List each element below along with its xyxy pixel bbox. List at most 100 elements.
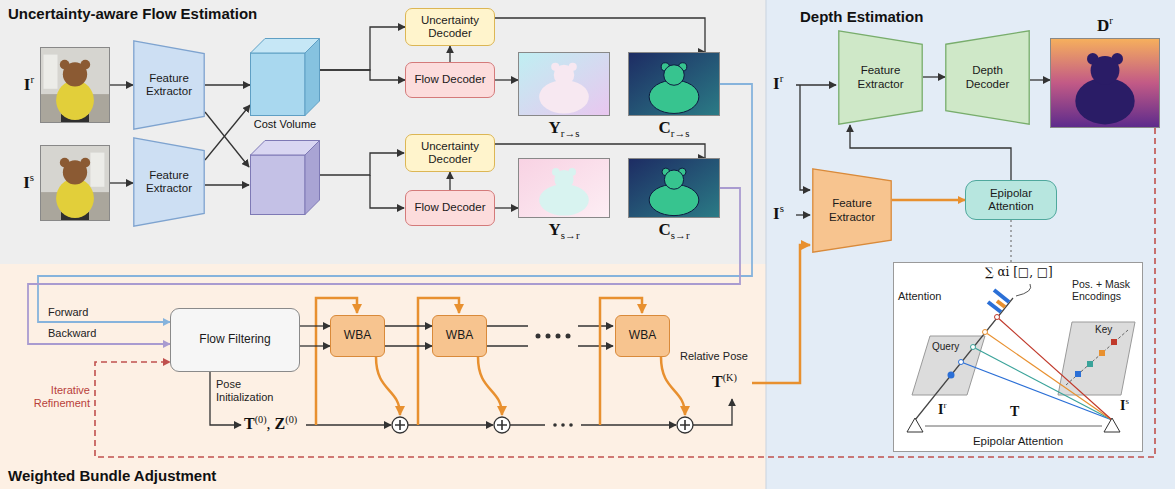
math-symbol: T — [712, 373, 723, 390]
rect-part — [1111, 339, 1117, 345]
image-panel: Is — [40, 145, 110, 221]
connector — [320, 27, 405, 70]
image-label: Ir — [24, 75, 34, 95]
connector — [495, 18, 705, 52]
image-panel: Cs→r — [628, 158, 720, 218]
update-arrow — [661, 357, 685, 415]
process-box: WBA — [432, 315, 487, 357]
update-arrow — [376, 357, 400, 415]
rect-part — [629, 53, 720, 116]
connector — [320, 70, 405, 80]
ellipsis-dot — [546, 334, 551, 339]
circle-part — [63, 62, 87, 86]
line-part — [925, 426, 1102, 427]
encoder-trapezoid: Feature Extractor — [838, 30, 923, 125]
path-part — [1016, 284, 1031, 296]
line-part — [985, 332, 1112, 420]
label-holder: Query — [932, 341, 959, 353]
depth-region-fill — [766, 0, 1175, 489]
box-label: Feature Extractor — [843, 64, 918, 90]
label-holder: Ir — [938, 402, 946, 418]
image-label: Yr→s — [548, 118, 579, 138]
ellipsis-dot — [561, 423, 565, 427]
box-label: WBA — [335, 329, 380, 343]
picture — [40, 145, 110, 221]
input-arrow — [796, 214, 810, 215]
label-holder: Iterative Refinement — [20, 384, 90, 410]
process-box: Uncertainty Decoder — [405, 134, 495, 172]
rect-part — [41, 146, 110, 221]
epipolar-illustration — [907, 284, 1135, 432]
pose-arrow — [693, 399, 732, 425]
picture — [628, 52, 720, 116]
wba-region-fill — [0, 264, 766, 489]
feature-arrow — [205, 184, 249, 185]
ellipsis-dot — [553, 423, 557, 427]
rect-part — [90, 153, 104, 187]
ellipsis-dot — [556, 334, 561, 339]
math-index: s — [30, 171, 34, 183]
path-part — [497, 420, 507, 430]
image-label: Dr — [1097, 16, 1113, 36]
math-label: Is — [773, 204, 784, 223]
circle-part — [494, 417, 510, 433]
pose-to-depth — [752, 245, 810, 383]
math-label: Is — [1120, 398, 1129, 414]
rect-part — [629, 159, 720, 218]
math-symbol: T — [1010, 404, 1019, 419]
connector — [110, 182, 133, 183]
connector — [1010, 220, 1011, 262]
process-box: Flow Filtering — [170, 308, 300, 372]
image-label: Cr→s — [658, 118, 689, 138]
image-panel: Yr→s — [518, 52, 610, 116]
circle-part — [677, 417, 693, 433]
cost-volume-cube — [251, 141, 320, 215]
shape-label: Cost Volume — [254, 118, 316, 131]
label-holder: ∑ αi [□, □] — [985, 265, 1053, 280]
label-holder: Backward — [48, 327, 96, 340]
image-label: Cs→r — [658, 220, 689, 240]
trapezoid-outline — [813, 169, 891, 252]
line-part — [961, 362, 1112, 420]
box-label: Epipolar Attention — [970, 187, 1052, 213]
math-symbol: I — [773, 74, 780, 93]
picture — [1050, 38, 1160, 128]
rect-part — [518, 158, 610, 218]
cube-shape — [250, 38, 320, 116]
picture — [518, 158, 610, 218]
region-band: Uncertainty-aware Flow EstimationIrIsFea… — [0, 0, 766, 264]
process-box: Flow Decoder — [405, 62, 495, 98]
circle-part — [664, 170, 683, 189]
box-label: Feature Extractor — [817, 197, 887, 223]
connector — [385, 325, 432, 326]
ellipsis-dot — [569, 423, 573, 427]
process-box: WBA — [330, 315, 385, 357]
region-band: Weighted Bundle Adjustment Flow Filtering… — [0, 264, 766, 489]
picture — [628, 158, 720, 218]
label-holder: T(0), Z(0) — [244, 414, 297, 433]
connector — [205, 105, 250, 160]
process-box: Uncertainty Decoder — [405, 8, 495, 46]
label-holder: T — [1010, 404, 1019, 420]
label-holder: Pose Initialization — [216, 378, 288, 404]
image-panel: Cr→s — [628, 52, 720, 116]
path-part — [680, 420, 690, 430]
cross-arrow — [205, 112, 249, 167]
math-index: r→s — [671, 127, 690, 139]
math-symbol: D — [1097, 16, 1109, 35]
math-index: (0) — [285, 414, 297, 425]
rect-part — [44, 55, 58, 89]
rect-part — [1075, 371, 1081, 377]
step-label: Pose Initialization — [216, 378, 288, 404]
path-part — [395, 420, 405, 430]
figure-label: Pos. + Mask Encodings — [1072, 278, 1138, 302]
circle-part — [554, 65, 574, 85]
region-title: Weighted Bundle Adjustment — [8, 467, 216, 484]
split-arrow — [320, 153, 404, 175]
label-holder: Is — [1120, 398, 1129, 414]
rect-part — [628, 158, 720, 218]
math-label: T(0), Z(0) — [244, 414, 297, 433]
rect-part — [1087, 361, 1093, 367]
rect-part — [41, 48, 110, 123]
connector — [449, 172, 450, 190]
